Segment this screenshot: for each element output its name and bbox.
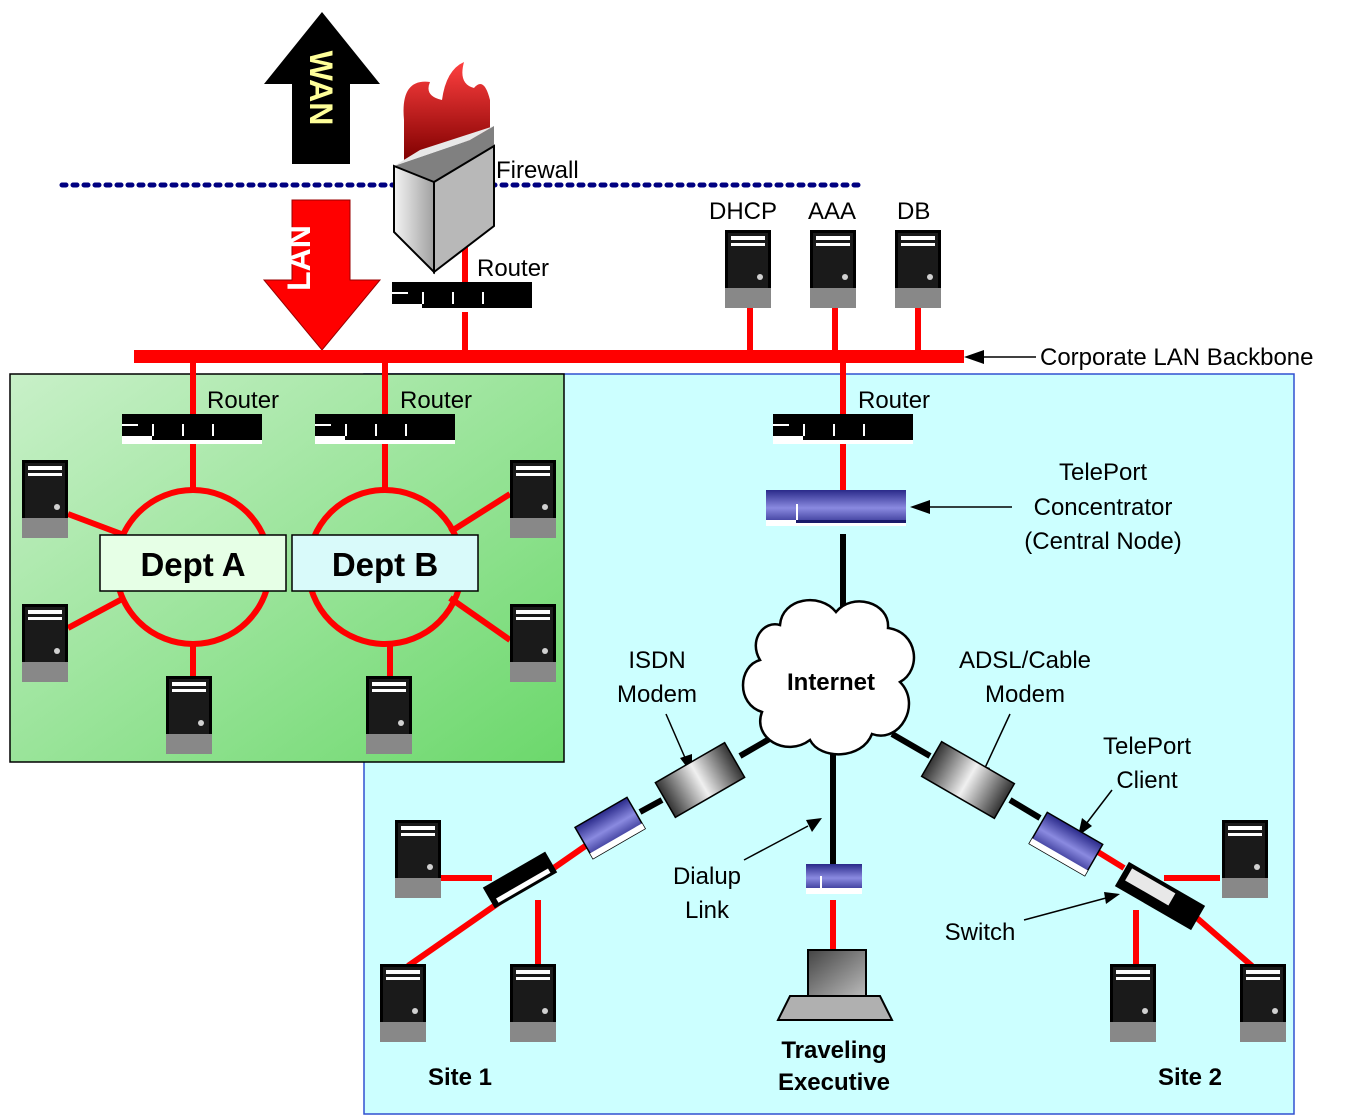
adsl-modem-icon (920, 740, 1016, 820)
router-dept-b-label: Router (400, 387, 472, 414)
site1-label: Site 1 (428, 1064, 492, 1091)
site1-server-icon (395, 820, 441, 898)
switch-site2-icon (1114, 861, 1206, 931)
dhcp-label: DHCP (709, 198, 777, 225)
switch-label: Switch (945, 919, 1016, 946)
dept-b-label: Dept B (332, 546, 438, 583)
teleport-client-site1-icon (573, 796, 647, 860)
firewall-label: Firewall (496, 157, 579, 184)
switch-site1-icon (482, 851, 558, 909)
router-dept-b-icon (315, 414, 455, 444)
concentrator-pointer (910, 500, 1012, 514)
switch-pointer (1023, 892, 1120, 921)
internet-cloud-icon (741, 598, 916, 756)
dept-a-label: Dept A (140, 546, 245, 583)
dept-a-server-icon (166, 676, 212, 754)
dept-a-server-icon (22, 460, 68, 538)
site2-server-icon (1110, 964, 1156, 1042)
laptop-icon (776, 949, 894, 1021)
teleport-client-label: Client (1116, 767, 1178, 794)
site2-label: Site 2 (1158, 1064, 1222, 1091)
dept-b-server-icon (510, 604, 556, 682)
dialup-link-label: Dialup (673, 863, 741, 890)
teleport-client-site2-icon (1028, 811, 1104, 877)
isdn-modem-icon (654, 741, 746, 819)
teleport-concentrator-label: Concentrator (1034, 494, 1173, 521)
router-dept-a-label: Router (207, 387, 279, 414)
lan-label: LAN (281, 225, 317, 291)
db-server-icon (895, 230, 941, 308)
adsl-modem-label: Modem (985, 681, 1065, 708)
dhcp-server-icon (725, 230, 771, 308)
dialup-link-label: Link (685, 897, 730, 924)
site1-server-icon (510, 964, 556, 1042)
traveling-executive-label: Executive (778, 1069, 890, 1096)
teleport-concentrator-icon (766, 490, 906, 526)
router-dept-a-icon (122, 414, 262, 444)
site2-server-icon (1222, 820, 1268, 898)
teleport-client-laptop-icon (806, 864, 862, 894)
dept-a-server-icon (22, 604, 68, 682)
internet-label: Internet (787, 669, 875, 696)
dept-b-server-icon (366, 676, 412, 754)
site1-server-icon (380, 964, 426, 1042)
dialup-pointer (743, 818, 822, 861)
isdn-modem-label: Modem (617, 681, 697, 708)
adsl-modem-label: ADSL/Cable (959, 647, 1091, 674)
router-wan-label: Router (477, 255, 549, 282)
router-wan-icon (392, 282, 532, 312)
db-label: DB (897, 198, 930, 225)
firewall-icon (393, 62, 495, 275)
wan-label: WAN (303, 51, 339, 126)
backbone-pointer (964, 350, 1036, 364)
lan-arrow: LAN (262, 199, 382, 351)
aaa-server-icon (810, 230, 856, 308)
corporate-lan-backbone (134, 350, 964, 363)
router-remote-icon (773, 414, 913, 444)
router-remote-label: Router (858, 387, 930, 414)
isdn-modem-label: ISDN (628, 647, 685, 674)
teleport-client-label: TelePort (1103, 733, 1191, 760)
site2-server-icon (1240, 964, 1286, 1042)
department-zone (9, 373, 565, 763)
traveling-executive-label: Traveling (781, 1037, 886, 1064)
teleport-concentrator-label: TelePort (1059, 459, 1147, 486)
dept-b-box (291, 534, 479, 592)
teleport-concentrator-label: (Central Node) (1024, 528, 1181, 555)
aaa-label: AAA (808, 198, 856, 225)
wan-arrow: WAN (264, 12, 380, 164)
dept-a-box (99, 534, 287, 592)
dept-b-server-icon (510, 460, 556, 538)
backbone-label: Corporate LAN Backbone (1040, 344, 1314, 371)
